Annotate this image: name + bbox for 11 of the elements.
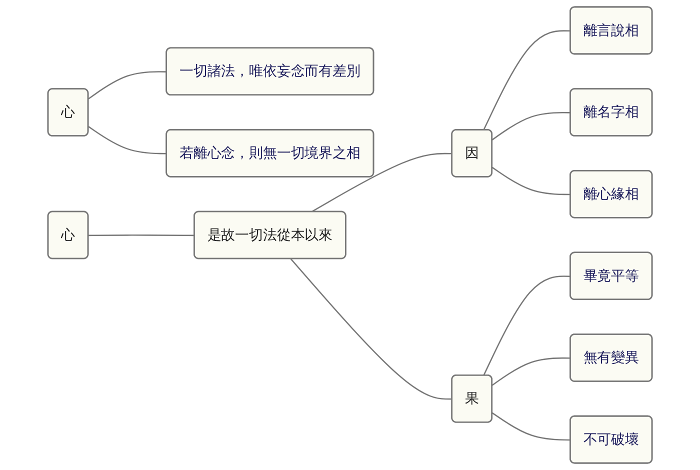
- connector: [483, 276, 571, 376]
- connector: [492, 357, 571, 386]
- connector: [88, 126, 167, 154]
- connector: [311, 152, 452, 212]
- connector: [483, 30, 571, 130]
- connector: [492, 412, 571, 441]
- connector: [492, 112, 571, 140]
- connector: [492, 166, 571, 196]
- connector: [290, 258, 452, 400]
- connector: [88, 234, 195, 236]
- connector: [88, 71, 167, 100]
